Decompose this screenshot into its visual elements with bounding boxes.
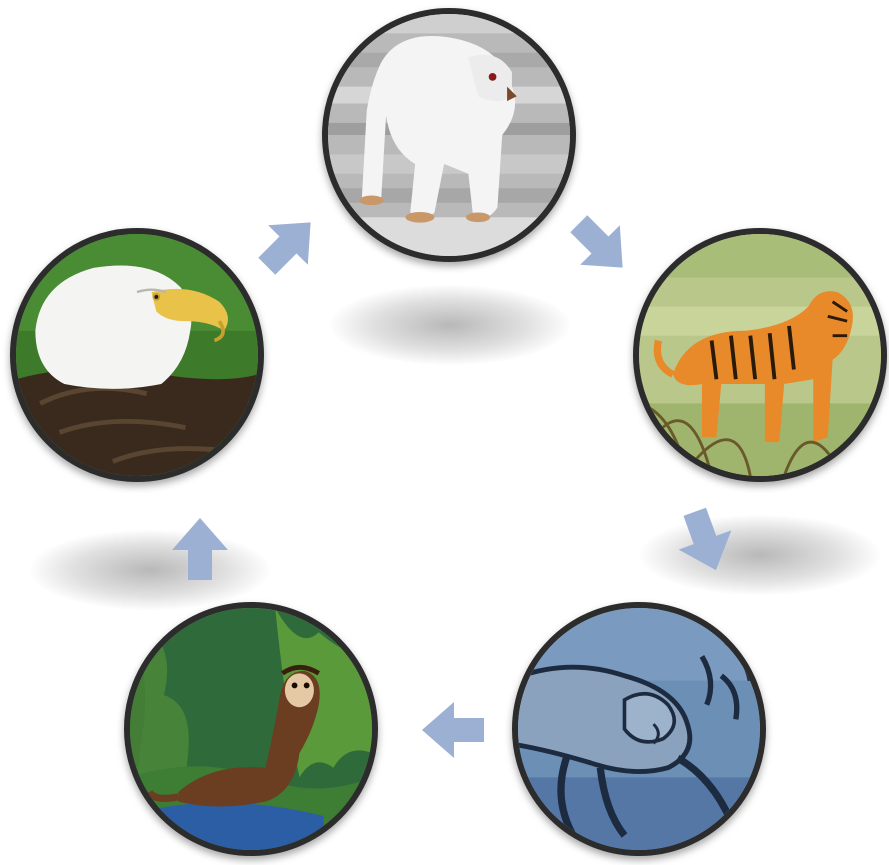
tiger-image bbox=[639, 234, 881, 476]
tiger-node bbox=[633, 228, 887, 482]
manatee-image bbox=[518, 608, 760, 850]
arrow-icon bbox=[160, 510, 240, 590]
polar-bear-node bbox=[322, 8, 576, 262]
arrow-icon bbox=[248, 205, 328, 285]
shadow-blob bbox=[330, 285, 570, 365]
bald-eagle-image bbox=[16, 234, 258, 476]
polar-bear-image bbox=[328, 14, 570, 256]
bald-eagle-node bbox=[10, 228, 264, 482]
arrow-icon bbox=[414, 690, 494, 770]
arrow-icon bbox=[665, 500, 745, 580]
ferret-image bbox=[130, 608, 372, 850]
ferret-node bbox=[124, 602, 378, 856]
manatee-node bbox=[512, 602, 766, 856]
arrow-icon bbox=[560, 205, 640, 285]
